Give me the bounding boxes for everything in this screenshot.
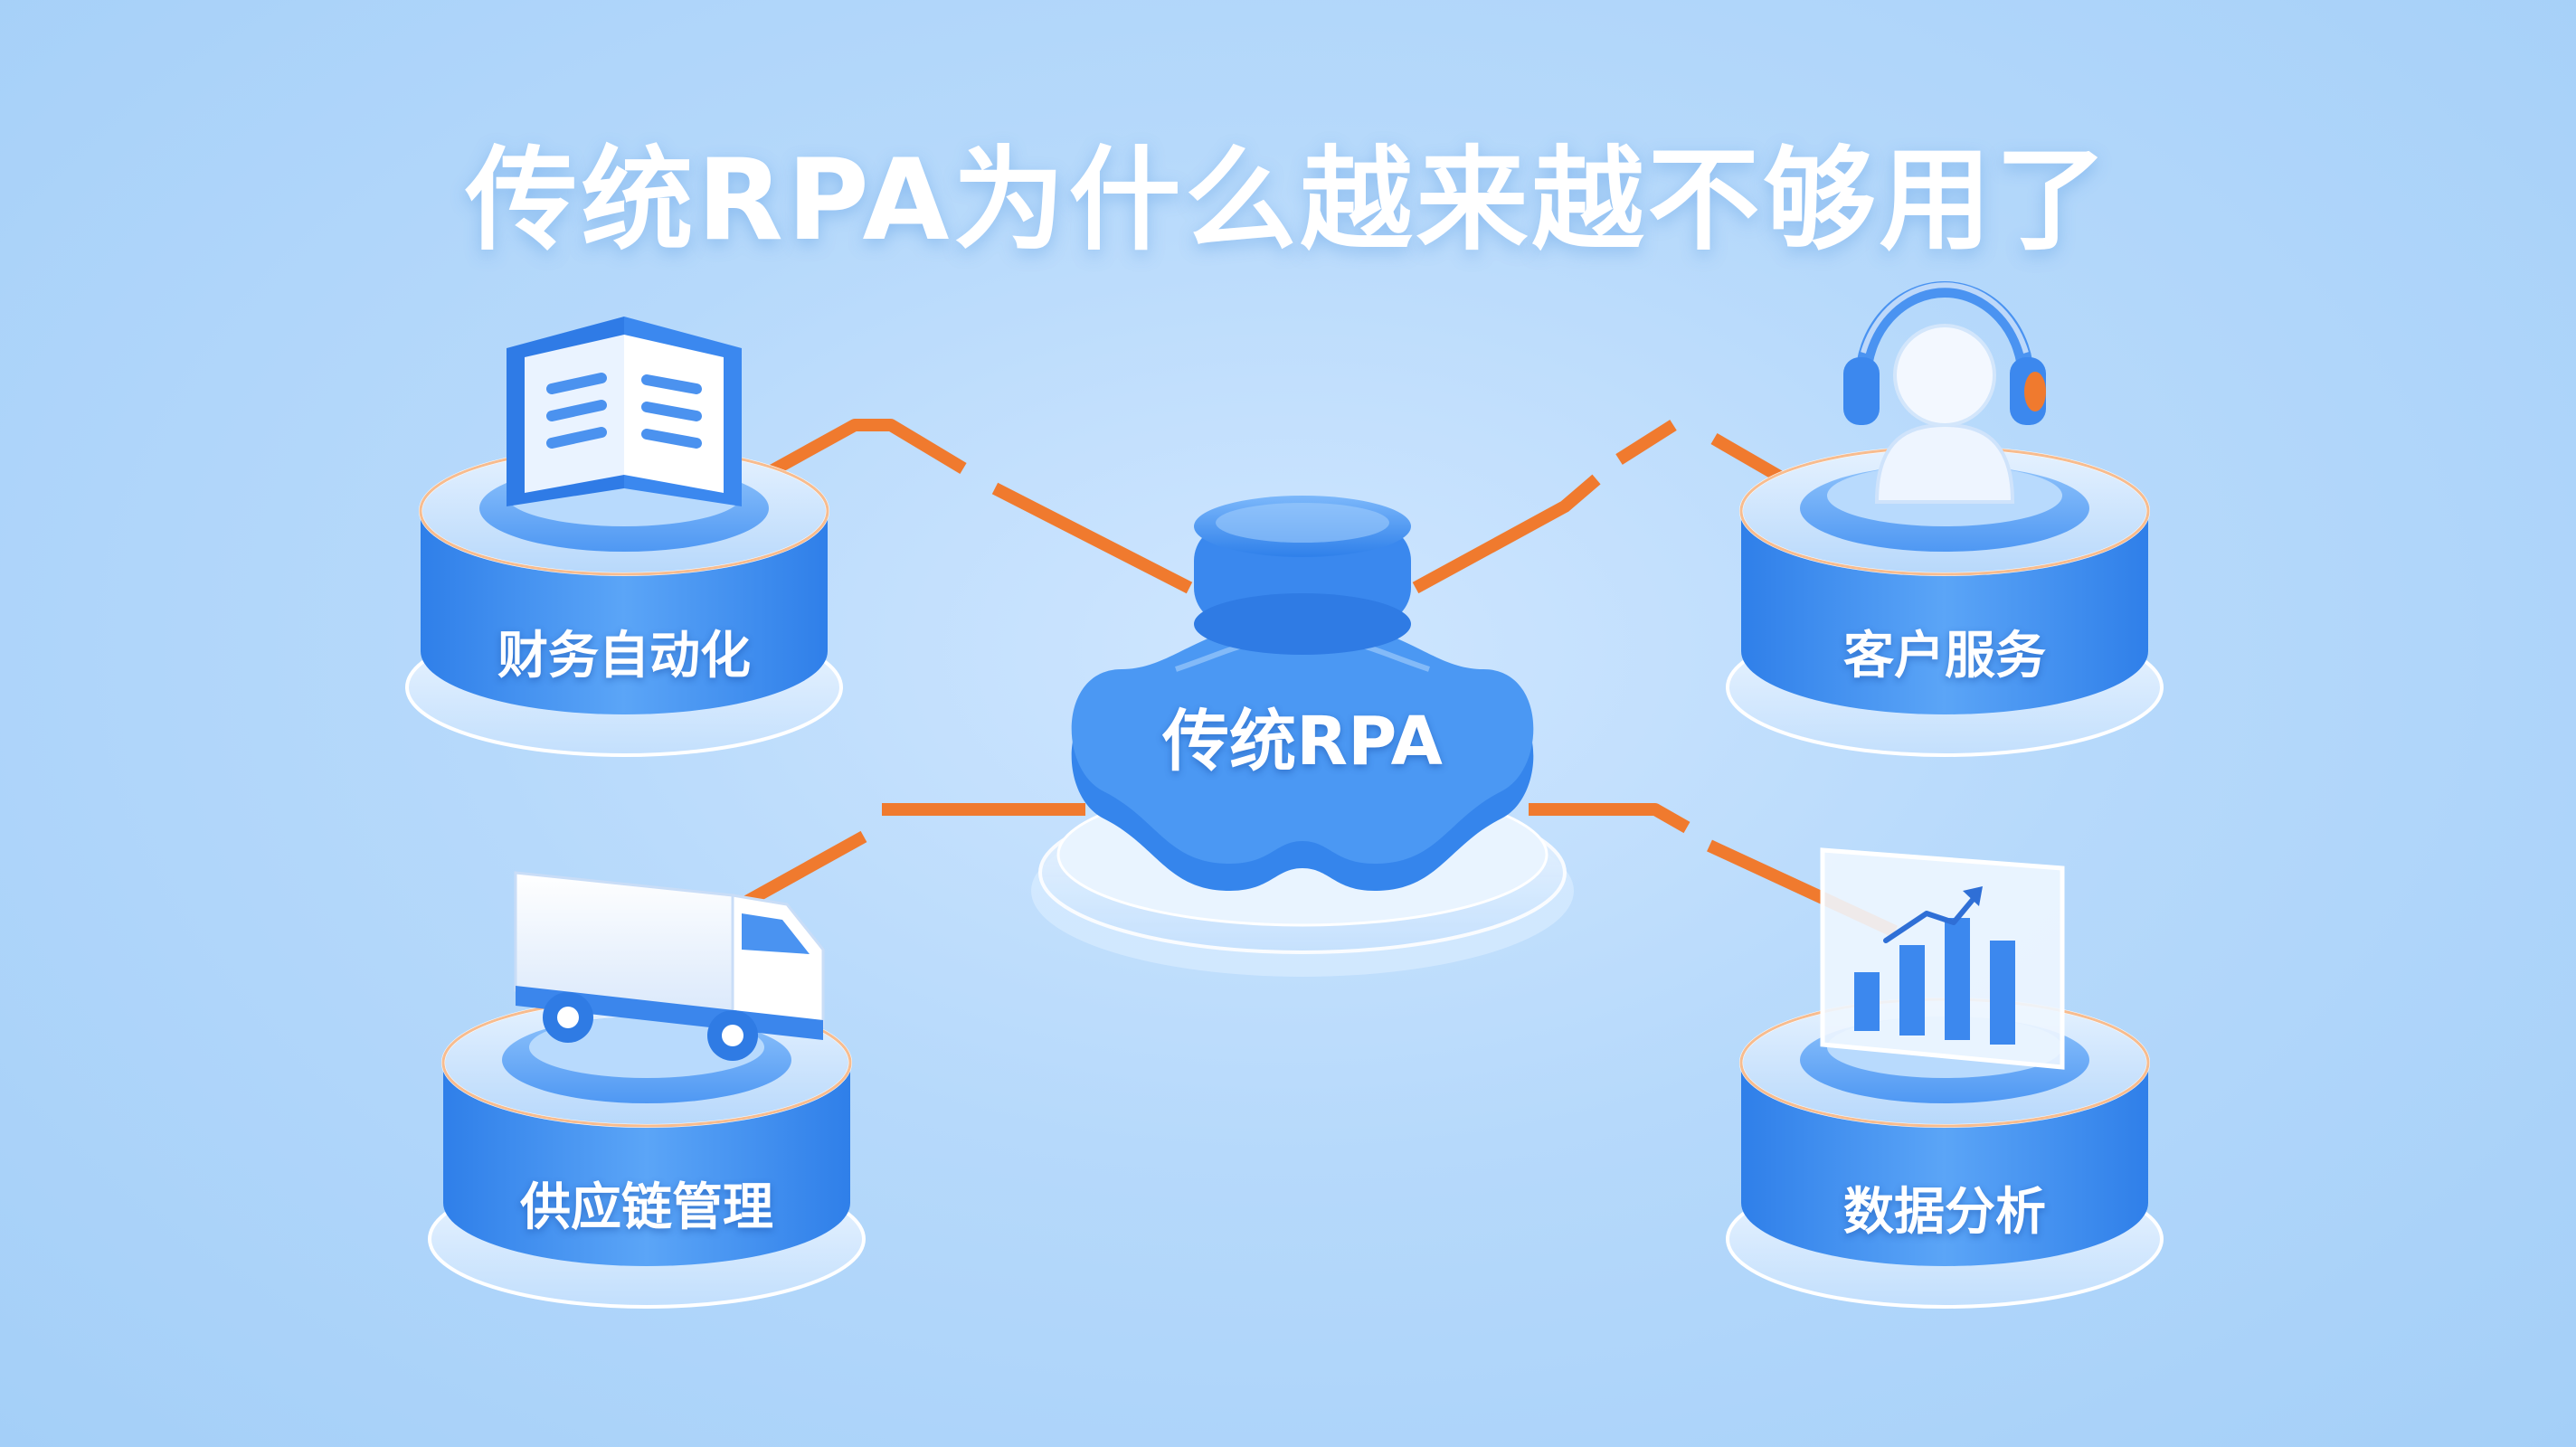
open-book-icon — [507, 317, 742, 506]
connector-finance — [756, 419, 967, 484]
center-hub-label: 传统RPA — [1162, 703, 1443, 780]
delivery-truck-icon — [514, 871, 825, 1061]
headset-agent-icon — [1843, 281, 2046, 504]
connector-supply — [738, 830, 867, 911]
node-finance-platform — [405, 446, 843, 757]
node-label-data: 数据分析 — [1843, 1183, 2046, 1242]
connector-service-segment — [1615, 420, 1677, 465]
node-label-supply: 供应链管理 — [520, 1178, 773, 1237]
node-supply-platform — [428, 998, 866, 1309]
node-label-finance: 财务自动化 — [497, 627, 751, 686]
center-hub — [1031, 496, 1574, 977]
diagram-title: 传统RPA为什么越来越不够用了 — [465, 136, 2111, 266]
connector-finance-segment — [991, 482, 1193, 594]
bar-chart-icon — [1820, 847, 2065, 1070]
connector-service — [1412, 474, 1601, 594]
node-service-platform — [1726, 446, 2164, 757]
node-label-service: 客户服务 — [1843, 627, 2046, 686]
connector-data — [1529, 803, 1690, 834]
